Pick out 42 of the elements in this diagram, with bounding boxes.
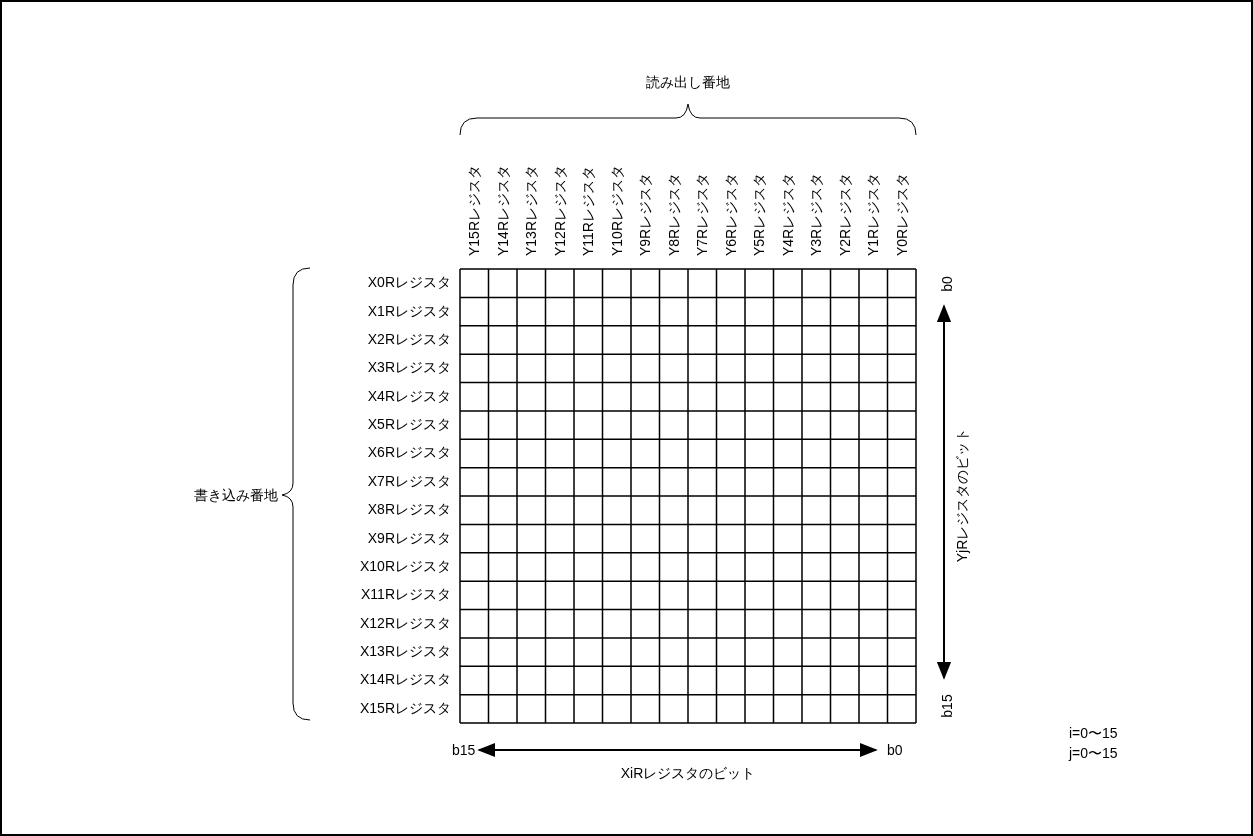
row-label: X8Rレジスタ [367, 501, 451, 518]
bit-label: b0 [887, 742, 903, 758]
column-label: Y10Rレジスタ [608, 164, 625, 256]
row-label: X11Rレジスタ [361, 586, 451, 603]
row-label: X13Rレジスタ [359, 643, 451, 660]
column-label: Y0Rレジスタ [893, 172, 910, 256]
row-label: X1Rレジスタ [367, 302, 451, 319]
column-label: Y6Rレジスタ [722, 172, 739, 256]
row-label: X7Rレジスタ [367, 472, 451, 489]
column-label: Y12Rレジスタ [551, 164, 568, 256]
column-label: Y11Rレジスタ [580, 166, 597, 256]
column-label: Y8Rレジスタ [665, 172, 682, 256]
column-label: Y9Rレジスタ [637, 172, 654, 256]
column-label: Y15Rレジスタ [466, 164, 483, 256]
axis-label: XiRレジスタのビット [620, 765, 756, 781]
axis-label: YjRレジスタのビット [954, 427, 970, 563]
column-label: Y4Rレジスタ [779, 172, 796, 256]
row-label: X6Rレジスタ [367, 444, 451, 461]
row-label: X12Rレジスタ [359, 614, 451, 631]
column-label: Y13Rレジスタ [523, 164, 540, 256]
column-label: Y5Rレジスタ [751, 172, 768, 256]
row-label: X2Rレジスタ [367, 330, 451, 347]
column-label: Y3Rレジスタ [808, 172, 825, 256]
heading: 書き込み番地 [194, 487, 278, 503]
row-label: X15Rレジスタ [359, 699, 451, 716]
column-label: Y7Rレジスタ [694, 172, 711, 256]
row-label: X14Rレジスタ [359, 671, 451, 688]
row-label: X0Rレジスタ [367, 274, 451, 291]
row-label: X4Rレジスタ [367, 387, 451, 404]
bit-label: b0 [939, 276, 955, 292]
bit-label: b15 [939, 694, 955, 718]
heading: 読み出し番地 [646, 74, 730, 90]
row-label: X9Rレジスタ [367, 529, 451, 546]
row-label: X5Rレジスタ [367, 416, 451, 433]
column-label: Y2Rレジスタ [836, 172, 853, 256]
row-label: X10Rレジスタ [359, 557, 451, 574]
row-label: X3Rレジスタ [367, 359, 451, 376]
column-label: Y14Rレジスタ [494, 164, 511, 256]
note: i=0〜15 [1069, 725, 1118, 741]
bit-label: b15 [452, 742, 476, 758]
note: j=0〜15 [1069, 745, 1118, 761]
column-label: Y1Rレジスタ [865, 172, 882, 256]
